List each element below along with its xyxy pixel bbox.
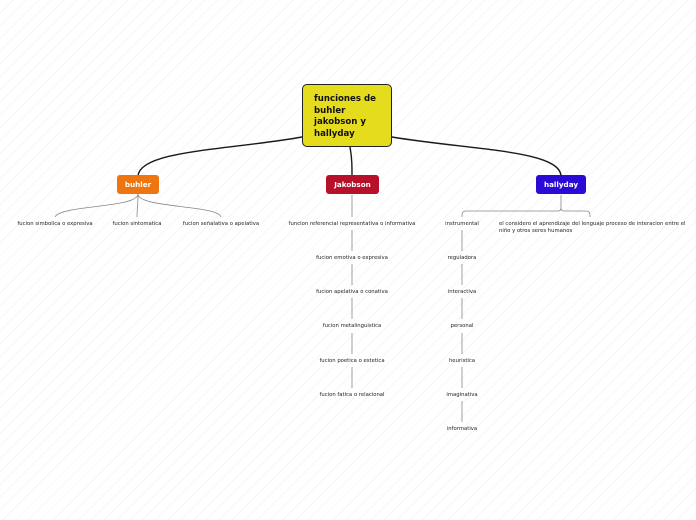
hallyday-item-3[interactable]: interactiva [447,289,477,295]
central-topic-line-3: jakobson y [314,117,367,127]
hallyday-item-4[interactable]: personal [450,323,474,329]
hallyday-item-6[interactable]: imaginativa [446,392,478,398]
branch-buhler-label: buhler [124,180,152,189]
link-root-hallyday [391,136,562,177]
branch-hallyday[interactable]: hallyday [536,175,586,194]
link-hallyday-left [461,195,562,217]
central-topic-line-2: buhler [314,105,346,116]
link-root-buhler [137,136,303,177]
branch-buhler[interactable]: buhler [117,175,159,194]
jakobson-item-5[interactable]: fucion poetica o estetica [319,358,385,364]
hallyday-note[interactable]: el considero el aprendizaje del lenguaje… [499,221,686,234]
central-topic[interactable]: funciones de buhler jakobson y hallyday [302,84,392,147]
link-buhler-1 [54,193,139,218]
central-topic-line-4: hallyday [314,128,355,139]
buhler-item-2[interactable]: fucion sintomatica [112,221,162,227]
link-buhler-2 [136,193,139,218]
hallyday-item-7[interactable]: informativa [446,426,478,432]
jakobson-item-4[interactable]: fucion metalinguistica [322,323,382,329]
buhler-item-3[interactable]: fucion señalativa o apelativa [182,221,260,227]
hallyday-item-5[interactable]: heuristica [448,358,476,364]
link-hallyday-right [560,207,591,217]
central-topic-line-1: funciones de [314,94,376,104]
jakobson-item-2[interactable]: fucion emotiva o expresiva [316,255,388,261]
jakobson-item-3[interactable]: fucion apelativa o conativa [316,289,388,295]
branch-jakobson-label: Jakobson [334,180,371,189]
link-root-jakobson [349,146,353,177]
link-buhler-3 [137,193,222,218]
jakobson-item-6[interactable]: fucion fatica o relacional [319,392,385,398]
branch-jakobson[interactable]: Jakobson [326,175,379,194]
buhler-item-1[interactable]: fucion simbolica o expresiva [17,221,93,227]
hallyday-item-1[interactable]: instrumental [445,221,479,227]
hallyday-item-2[interactable]: reguladora [447,255,477,261]
jakobson-item-1[interactable]: funcion referencial representativa o inf… [288,221,416,227]
branch-hallyday-label: hallyday [543,180,579,189]
